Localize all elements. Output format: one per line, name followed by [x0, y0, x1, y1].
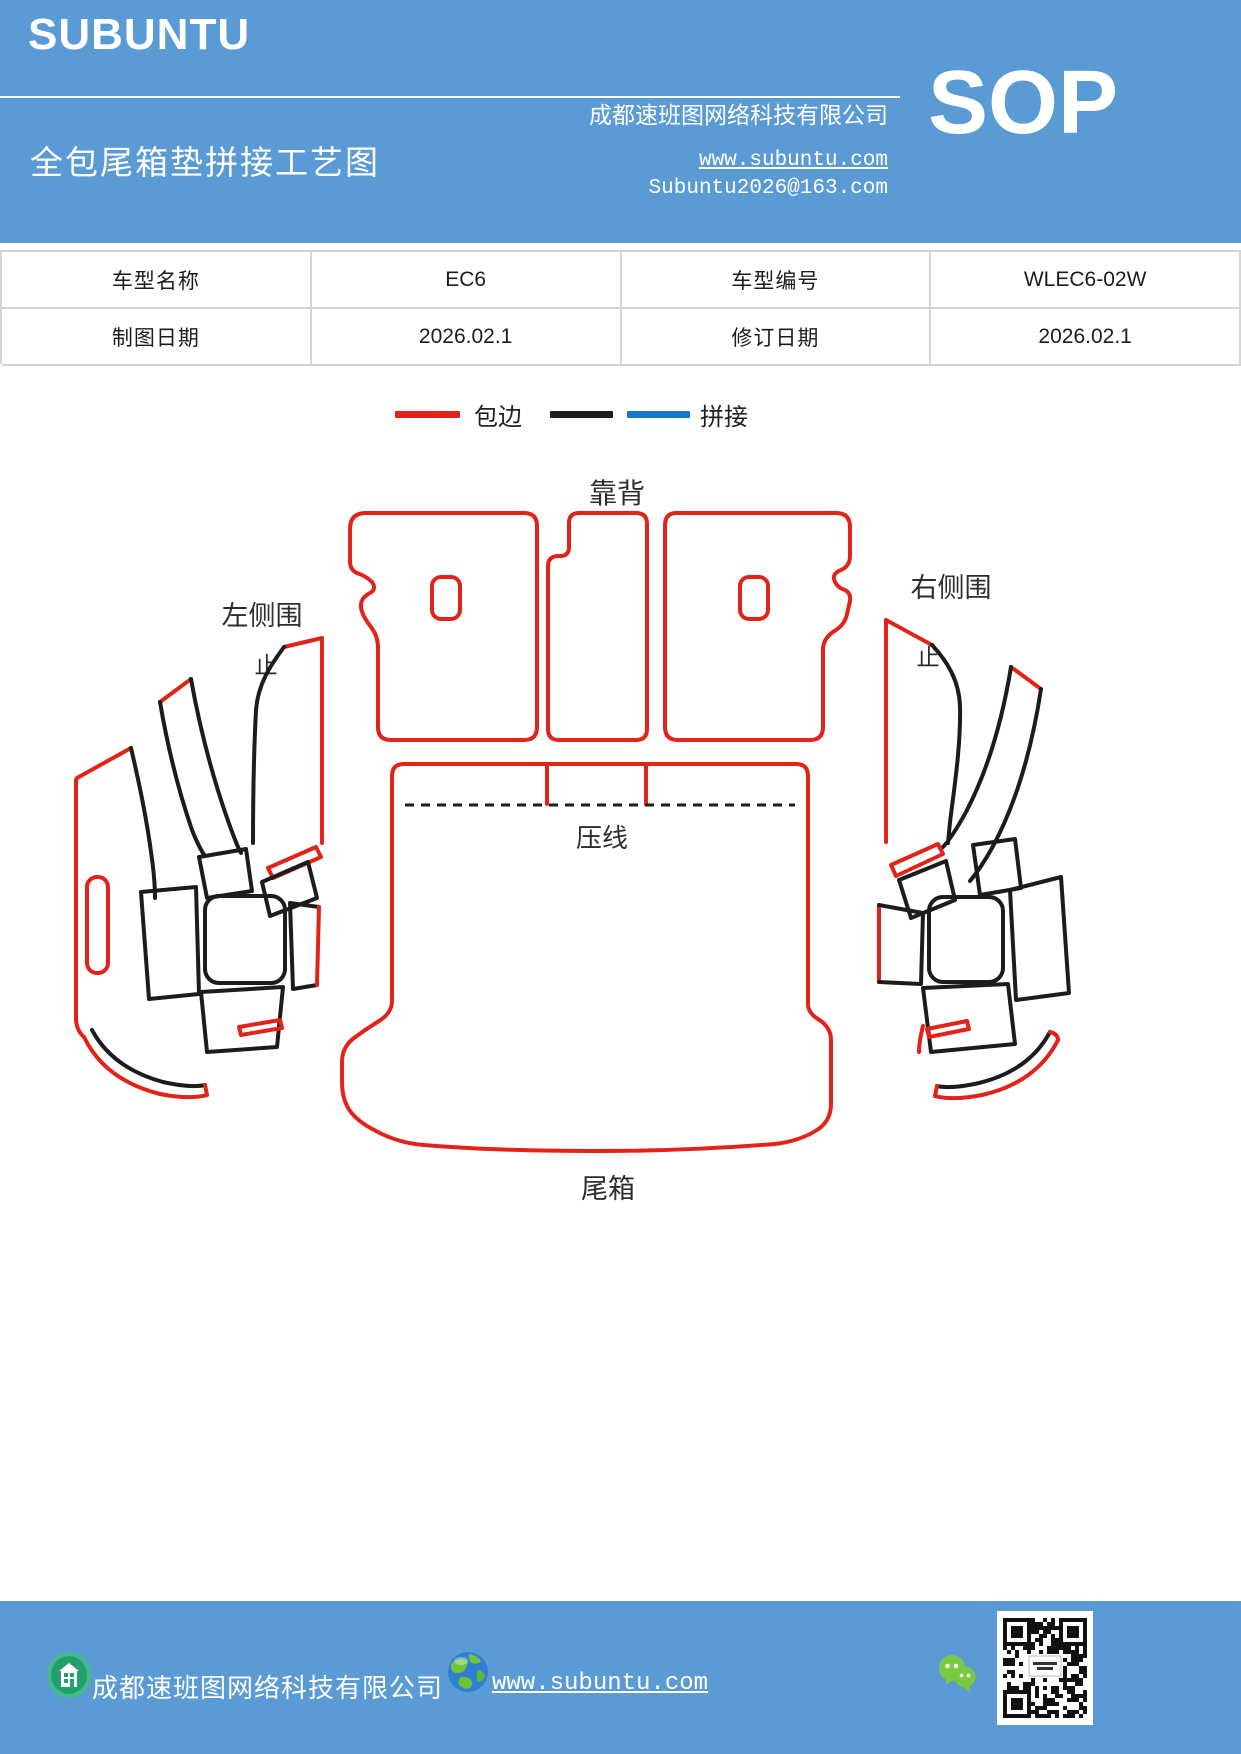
left-slot-hole — [85, 875, 110, 975]
backrest-middle-piece — [546, 511, 649, 742]
label-left-side: 左侧围 — [222, 601, 303, 631]
splice-label: 拼接 — [700, 404, 748, 431]
headrest-hole-right — [738, 575, 770, 621]
header-company-name: 成都速班图网络科技有限公司 — [589, 103, 888, 128]
edge-wrap-swatch — [395, 410, 460, 418]
table-cell-drawdate-value: 2026.02.1 — [311, 309, 622, 366]
footer-website-link[interactable]: www.subuntu.com — [492, 1670, 709, 1697]
header-band: SUBUNTU 成都速班图网络科技有限公司 全包尾箱垫拼接工艺图 www.sub… — [0, 0, 1241, 243]
right-side-group — [877, 618, 1071, 1101]
table-cell-revdate-label: 修订日期 — [621, 309, 932, 366]
wechat-icon — [939, 1655, 976, 1692]
footer-company-name: 成都速班图网络科技有限公司 — [92, 1674, 444, 1703]
header-email[interactable]: Subuntu2026@163.com — [648, 177, 888, 200]
table-cell-model-label: 车型名称 — [2, 252, 312, 309]
label-trunk: 尾箱 — [581, 1174, 635, 1204]
header-divider-line — [0, 96, 900, 98]
table-cell-revdate-value: 2026.02.1 — [931, 309, 1241, 366]
trunk-main-mat — [340, 762, 833, 1153]
globe-icon — [448, 1652, 488, 1692]
label-right-side: 右侧围 — [911, 573, 992, 603]
line-legend: 包边 拼接 — [395, 400, 748, 431]
trunk-mat-diagram: 靠背 左侧围 右侧围 止 止 压线 尾箱 — [74, 478, 1071, 1204]
label-stop-left: 止 — [255, 653, 278, 678]
brand-logo: SUBUNTU — [28, 10, 251, 59]
label-stop-right: 止 — [917, 645, 940, 670]
table-cell-code-value: WLEC6-02W — [931, 252, 1241, 309]
qr-code — [997, 1611, 1093, 1725]
label-backrest: 靠背 — [589, 478, 645, 510]
sop-badge: SOP — [928, 53, 1119, 153]
label-press-line: 压线 — [576, 824, 628, 853]
splice-blue-swatch — [627, 410, 690, 418]
splice-black-swatch — [550, 410, 613, 418]
page-title: 全包尾箱垫拼接工艺图 — [30, 146, 380, 182]
table-cell-drawdate-label: 制图日期 — [2, 309, 312, 366]
backrest-right-piece — [663, 511, 853, 742]
edge-wrap-label: 包边 — [474, 404, 522, 431]
header-website-link[interactable]: www.subuntu.com — [698, 149, 888, 172]
company-building-icon — [47, 1652, 91, 1698]
table-cell-model-value: EC6 — [311, 252, 622, 309]
backrest-left-piece — [348, 511, 539, 742]
vehicle-info-table: 车型名称 EC6 车型编号 WLEC6-02W 制图日期 2026.02.1 修… — [0, 250, 1241, 366]
left-side-group — [74, 636, 324, 1100]
table-cell-code-label: 车型编号 — [621, 252, 932, 309]
headrest-hole-left — [430, 575, 462, 621]
